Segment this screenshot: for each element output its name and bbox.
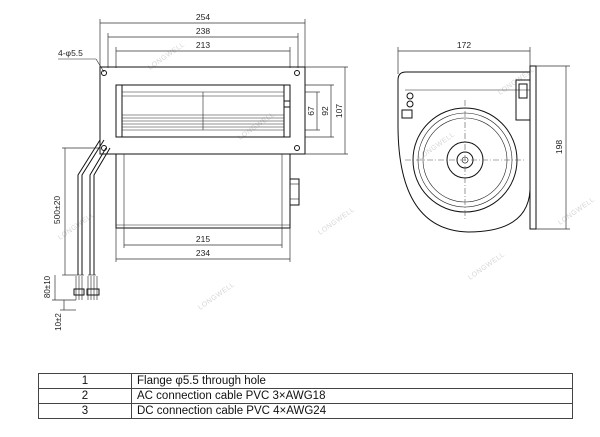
watermark: LONGWELL — [557, 196, 596, 226]
watermark-layer: LONGWELL LONGWELL LONGWELL LONGWELL LONG… — [57, 41, 596, 311]
legend-text: Flange φ5.5 through hole — [131, 373, 573, 389]
side-view: 172 198 — [397, 40, 570, 233]
legend-row: 2 AC connection cable PVC 3×AWG18 — [38, 388, 573, 404]
watermark: LONGWELL — [467, 251, 506, 281]
dim-234: 234 — [196, 248, 210, 258]
technical-drawing: LONGWELL LONGWELL LONGWELL LONGWELL LONG… — [43, 12, 596, 331]
watermark: LONGWELL — [197, 281, 236, 311]
dim-198: 198 — [554, 140, 564, 154]
legend-row: 1 Flange φ5.5 through hole — [38, 373, 573, 389]
legend-text: DC connection cable PVC 4×AWG24 — [131, 403, 573, 419]
dim-213: 213 — [196, 40, 210, 50]
dim-strip-80: 80±10 — [43, 275, 52, 298]
flange-plate — [99, 66, 306, 155]
legend-number: 1 — [38, 373, 132, 389]
dim-strip-10: 10±2 — [54, 313, 63, 331]
motor-body — [115, 153, 291, 229]
dim-172: 172 — [457, 40, 471, 50]
watermark: LONGWELL — [317, 206, 356, 236]
side-flange — [529, 65, 537, 230]
dim-92: 92 — [320, 106, 330, 116]
dim-hole: 4-φ5.5 — [58, 48, 83, 58]
air-outlet — [115, 84, 291, 138]
dim-67: 67 — [306, 106, 316, 116]
dim-107: 107 — [334, 104, 344, 118]
front-view: 254 238 213 4-φ5.5 — [43, 12, 348, 331]
cable-gland — [289, 178, 300, 206]
legend-text: AC connection cable PVC 3×AWG18 — [131, 388, 573, 404]
legend-number: 2 — [38, 388, 132, 404]
scroll-housing — [397, 120, 531, 233]
legend-table: 1 Flange φ5.5 through hole 2 AC connecti… — [38, 373, 573, 419]
dim-215: 215 — [196, 234, 210, 244]
dim-cable-length: 500±20 — [52, 196, 62, 225]
legend-row: 3 DC connection cable PVC 4×AWG24 — [38, 403, 573, 419]
dim-238: 238 — [196, 26, 210, 36]
legend-number: 3 — [38, 403, 132, 419]
dim-254: 254 — [196, 12, 210, 22]
